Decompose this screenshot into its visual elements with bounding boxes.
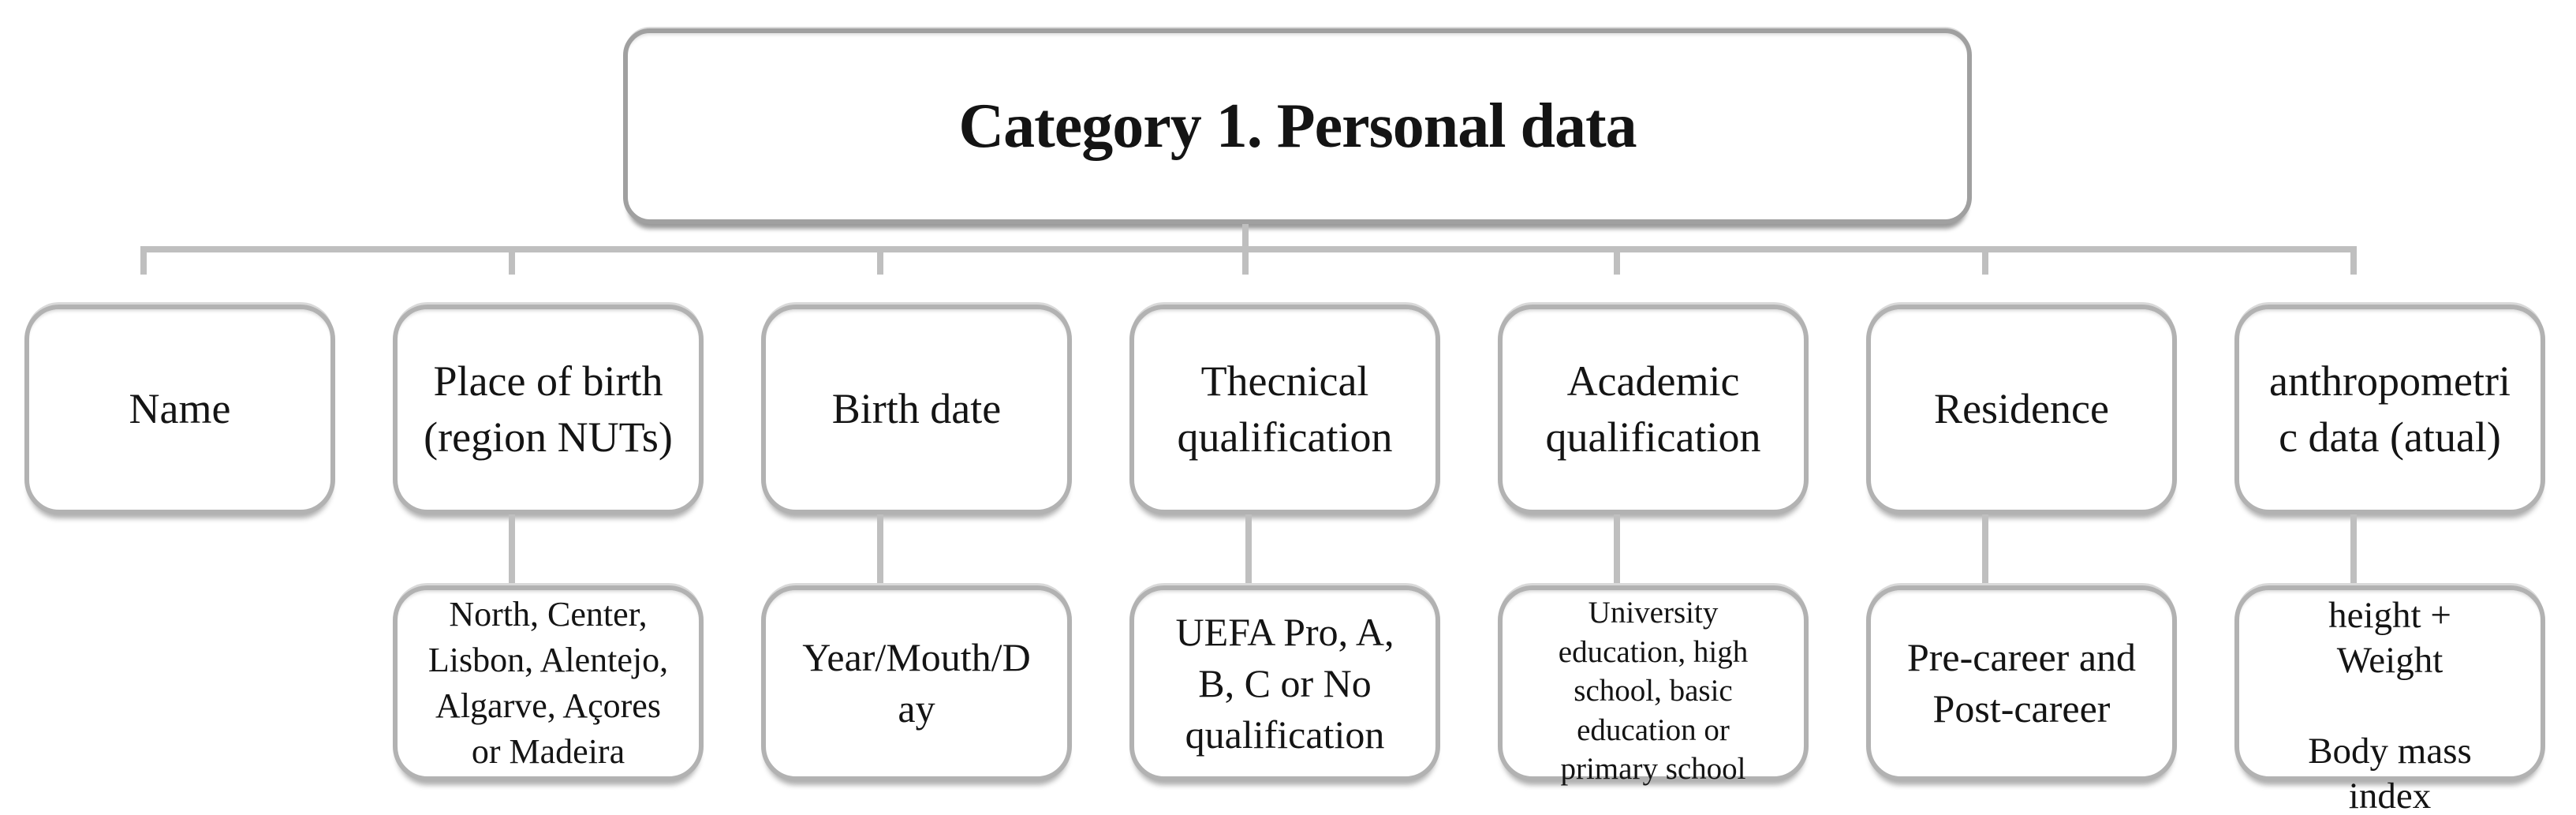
sub-box-academic-qualification: University education, high school, basic… bbox=[1498, 585, 1809, 786]
sub-box-anthropometric-data: height + Weight Body mass index bbox=[2234, 585, 2545, 815]
sub-box-birth-date: Year/Mouth/D ay bbox=[761, 585, 1072, 781]
sub-label-technical-qualification: UEFA Pro, A, B, C or No qualification bbox=[1175, 609, 1394, 757]
connector-drop-6 bbox=[1982, 252, 1988, 275]
sub-label-place-of-birth: North, Center, Lisbon, Alentejo, Algarve… bbox=[427, 594, 669, 772]
node-label-technical-qualification: Thecnical qualification bbox=[1177, 357, 1393, 461]
connector-drop-7 bbox=[2350, 252, 2357, 275]
node-label-birth-date: Birth date bbox=[831, 385, 1002, 433]
connector-sub-7 bbox=[2350, 514, 2357, 585]
node-box-birth-date: Birth date bbox=[761, 305, 1072, 514]
node-label-name: Name bbox=[129, 385, 231, 433]
node-label-anthropometric-data: anthropometri c data (atual) bbox=[2269, 357, 2511, 461]
connector-sub-4 bbox=[1245, 514, 1252, 585]
node-label-place-of-birth: Place of birth (region NUTs) bbox=[424, 357, 673, 461]
connector-sub-6 bbox=[1982, 514, 1988, 585]
node-label-residence: Residence bbox=[1934, 385, 2109, 433]
connector-sub-5 bbox=[1614, 514, 1620, 585]
connector-drop-3 bbox=[877, 252, 883, 275]
node-box-anthropometric-data: anthropometri c data (atual) bbox=[2234, 305, 2545, 514]
node-box-name: Name bbox=[24, 305, 335, 514]
connector-drop-2 bbox=[509, 252, 515, 275]
sub-label-academic-qualification: University education, high school, basic… bbox=[1558, 596, 1749, 787]
category-root-box: Category 1. Personal data bbox=[623, 28, 1972, 224]
connector-drop-4 bbox=[1242, 252, 1249, 275]
node-label-academic-qualification: Academic qualification bbox=[1545, 357, 1761, 461]
sub-box-technical-qualification: UEFA Pro, A, B, C or No qualification bbox=[1129, 585, 1440, 781]
sub-label-birth-date: Year/Mouth/D ay bbox=[802, 635, 1031, 731]
connector-root-stem bbox=[1242, 224, 1249, 246]
node-box-residence: Residence bbox=[1866, 305, 2177, 514]
category-root-label: Category 1. Personal data bbox=[958, 91, 1637, 161]
node-box-academic-qualification: Academic qualification bbox=[1498, 305, 1809, 514]
node-box-technical-qualification: Thecnical qualification bbox=[1129, 305, 1440, 514]
connector-drop-5 bbox=[1614, 252, 1620, 275]
connector-horizontal-bar bbox=[140, 246, 2357, 252]
sub-box-place-of-birth: North, Center, Lisbon, Alentejo, Algarve… bbox=[393, 585, 704, 781]
connector-sub-3 bbox=[877, 514, 883, 585]
connector-drop-1 bbox=[140, 252, 147, 275]
sub-box-residence: Pre-career and Post-career bbox=[1866, 585, 2177, 781]
sub-label-anthropometric-data: height + Weight Body mass index bbox=[2308, 595, 2472, 815]
sub-label-residence: Pre-career and Post-career bbox=[1906, 635, 2137, 731]
node-box-place-of-birth: Place of birth (region NUTs) bbox=[393, 305, 704, 514]
connector-sub-2 bbox=[509, 514, 515, 585]
